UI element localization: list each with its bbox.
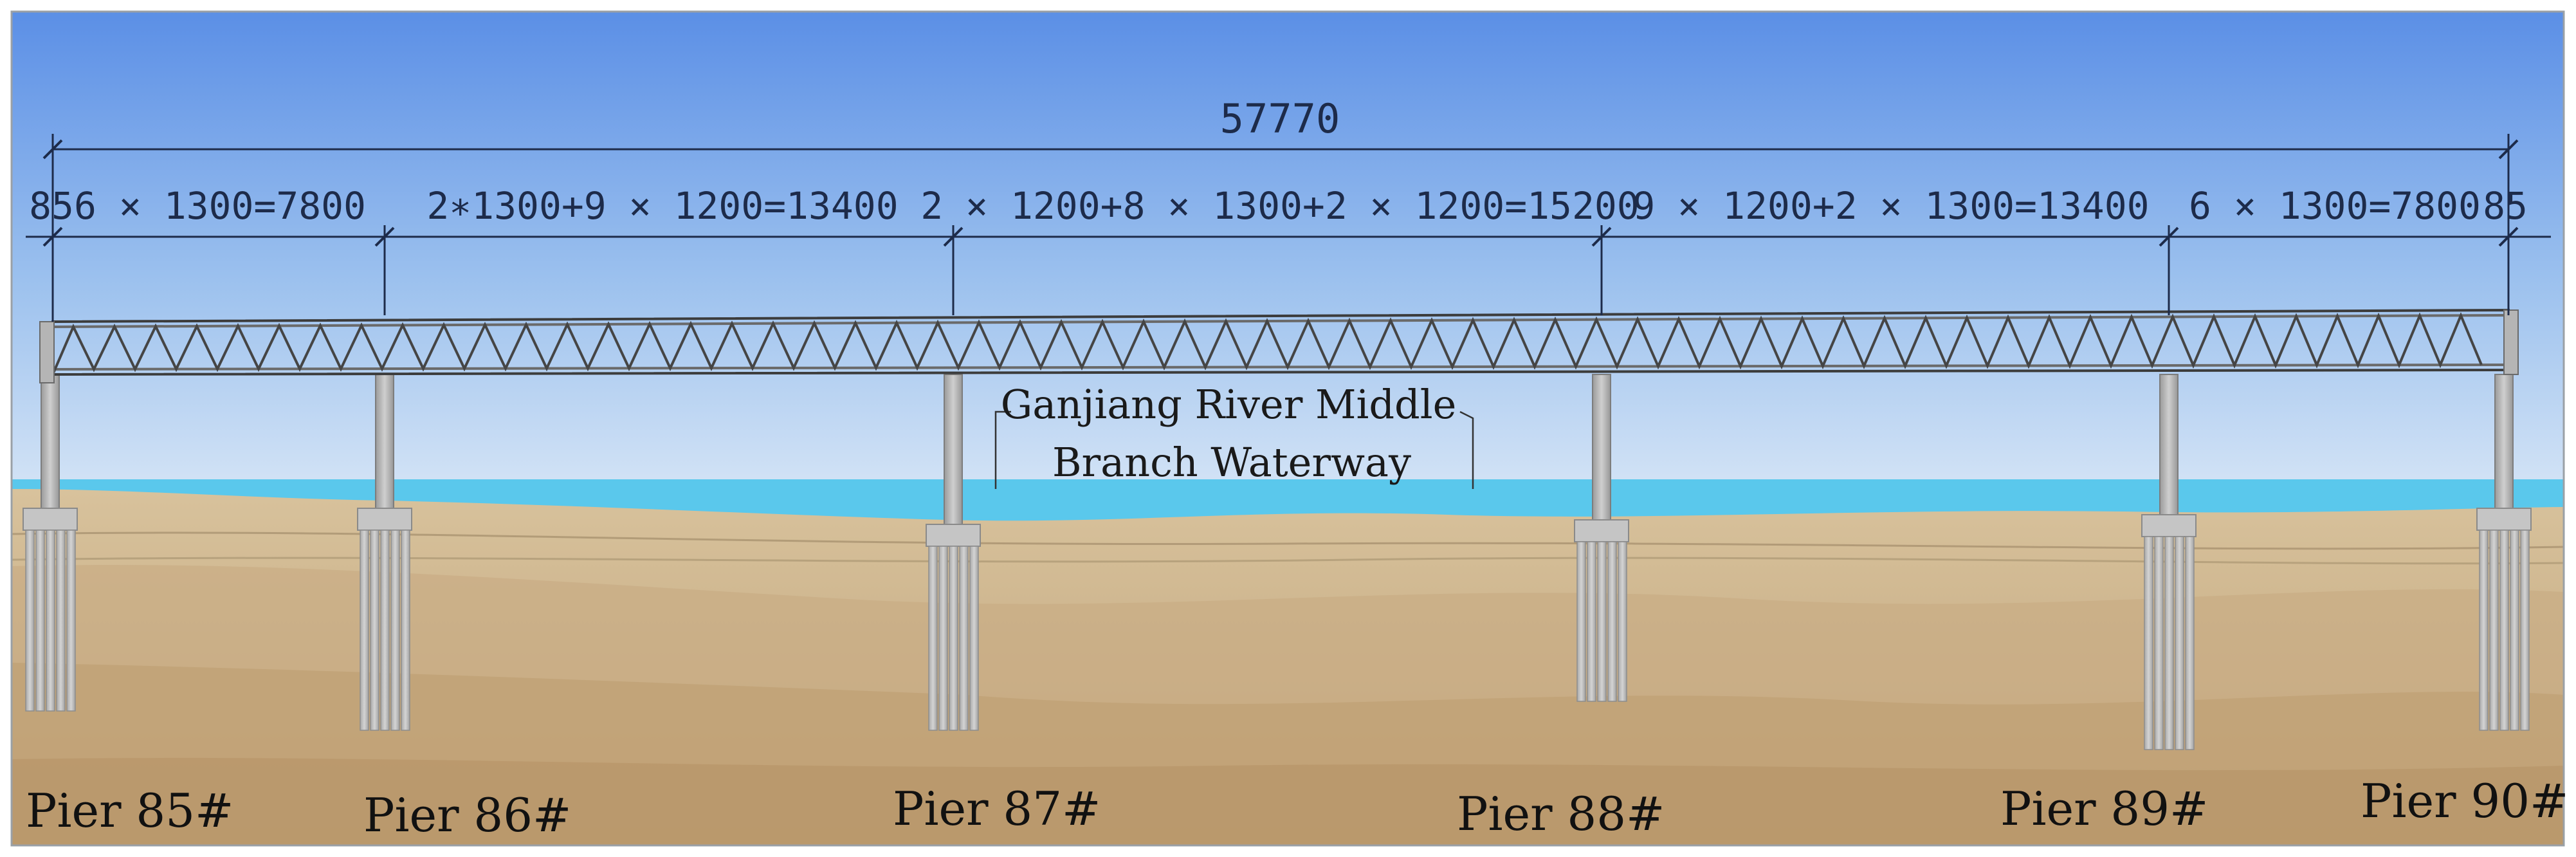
pile [2154,536,2164,750]
span-label-3: 2 × 1200+8 × 1300+2 × 1200=15200 [920,184,1639,228]
top-chord [52,314,2509,328]
pile [2175,536,2184,750]
pile-cap [2476,508,2532,531]
pier-87 [926,374,981,731]
pile-cap [23,508,78,531]
pile [1576,541,1586,702]
pile [66,530,76,712]
pier-85 [23,374,78,712]
span-label-4: 9 × 1200+2 × 1300=13400 [1632,184,2149,228]
pile [1618,541,1627,702]
dimension-tick [943,226,964,247]
pier-column [2159,374,2179,515]
pier-89 [2141,374,2197,750]
pile [969,546,979,731]
pile [1587,541,1596,702]
pile [390,530,400,731]
pile-cap [2141,514,2197,537]
pier-label-88: Pier 88# [1457,787,1665,841]
dimension-tick [2159,226,2179,247]
pile [2185,536,2195,750]
pile [35,530,45,712]
pier-label-87: Pier 87# [893,782,1101,836]
pier-column [41,374,60,509]
steel-truss-girder [39,308,2519,383]
pile [380,530,390,731]
dimension-tick [42,226,63,247]
bottom-chord [52,364,2509,371]
dimension-tick [374,226,395,247]
figure-frame [10,10,2565,847]
sky [12,12,2564,501]
pier-86 [357,374,412,731]
pier-90 [2476,374,2532,731]
pier-column [1592,374,1611,521]
pile-cap [357,508,412,531]
pile [2144,536,2153,750]
pile-cap [1574,519,1629,542]
waterway-label-line2: Branch Waterway [1052,439,1411,486]
pile [2520,530,2530,731]
pile [360,530,369,731]
dimension-lines [26,134,2551,322]
pier-column [2494,374,2514,509]
pile [928,546,938,731]
waterway-label-line1: Ganjiang River Middle [1001,381,1457,428]
truss-diagonals [51,312,2483,375]
strata-line [11,557,2564,565]
pier-column [375,374,394,509]
end-post-right [2503,309,2519,375]
pile [401,530,410,731]
pile [56,530,66,712]
total-length-label: 57770 [1220,95,1340,142]
pile [2164,536,2174,750]
pile [2489,530,2499,731]
pier-column [944,374,963,525]
dimension-tick [1591,226,1612,247]
pile [1597,541,1607,702]
ground-layer-4 [12,757,2564,845]
pile [2479,530,2489,731]
end-offset-right-label: 85 [2483,184,2528,228]
pier-label-90: Pier 90# [2361,774,2568,828]
pile [25,530,35,712]
pile [959,546,969,731]
pile [1607,541,1617,702]
pile [46,530,55,712]
span-label-2: 2∗1300+9 × 1200=13400 [426,184,898,228]
dimension-tick [42,139,63,160]
pier-label-85: Pier 85# [26,784,233,838]
pier-label-89: Pier 89# [2000,782,2208,836]
pile [2510,530,2519,731]
end-post-left [39,321,55,383]
pile [2499,530,2509,731]
dimension-tick [2498,226,2519,247]
pile [949,546,958,731]
span-label-5: 6 × 1300=7800 [2189,184,2481,228]
piers [23,374,2532,750]
pile [370,530,379,731]
pile [938,546,948,731]
pier-label-86: Pier 86# [363,788,571,842]
span-label-1: 6 × 1300=7800 [74,184,366,228]
pile-cap [926,524,981,547]
dimension-tick [2498,139,2519,160]
pier-88 [1574,374,1629,702]
end-offset-left-label: 85 [29,184,74,228]
waterway-callout [994,410,1474,489]
